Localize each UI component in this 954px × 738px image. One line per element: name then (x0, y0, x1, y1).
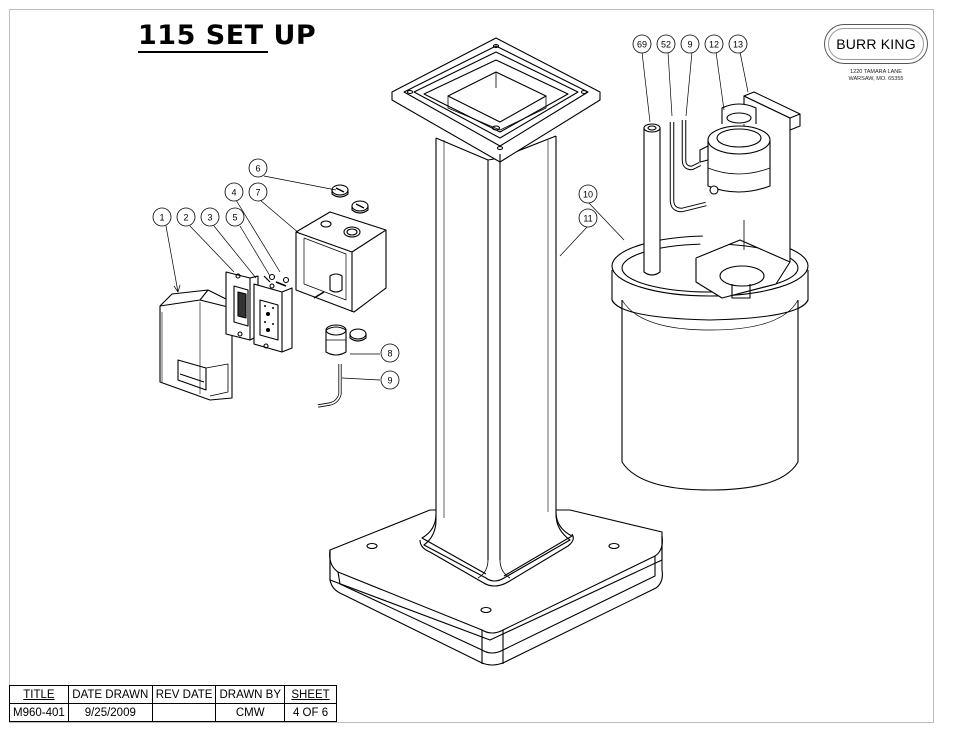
drawing-title: 115 SET UP (138, 20, 317, 51)
drawing-number: M960-401 (9, 703, 69, 722)
cord-fitting (325, 324, 367, 356)
title-block-header: REV DATE (151, 685, 217, 704)
svg-text:69: 69 (637, 40, 647, 50)
title-block-header: DATE DRAWN (67, 685, 153, 704)
address-line-1: 1220 TAMARA LANE (850, 69, 902, 75)
title-block-value-row: M960-401 9/25/2009 CMW 4 OF 6 (9, 703, 338, 722)
svg-text:1: 1 (159, 213, 164, 223)
receptacle (253, 283, 293, 353)
callout-69: 69 (632, 34, 652, 54)
callouts: 1 2 3 5 4 7 6 8 9 10 11 69 52 9 12 13 (152, 34, 748, 390)
svg-text:6: 6 (255, 164, 260, 174)
callout-5: 5 (225, 207, 245, 227)
company-logo: BURR KING (824, 24, 928, 64)
svg-text:9: 9 (387, 376, 392, 386)
svg-text:13: 13 (733, 40, 743, 50)
base-bolt-hole (608, 542, 620, 550)
leader-lines (165, 51, 749, 381)
title-block-header-row: TITLE DATE DRAWN REV DATE DRAWN BY SHEET (9, 685, 338, 704)
title-block-header: TITLE (9, 685, 69, 704)
date-drawn: 9/25/2009 (67, 703, 153, 722)
power-cord (317, 364, 342, 408)
svg-text:10: 10 (583, 190, 593, 200)
svg-text:2: 2 (183, 213, 188, 223)
sheet-number: 4 OF 6 (284, 703, 338, 722)
callout-4: 4 (224, 182, 244, 202)
base-bolt-hole (480, 606, 492, 614)
rev-date (151, 703, 217, 722)
svg-text:4: 4 (231, 188, 236, 198)
callout-52: 52 (656, 34, 676, 54)
svg-text:9: 9 (687, 40, 692, 50)
company-address: 1220 TAMARA LANE WARSAW, MO. 65355 (820, 69, 932, 82)
callout-2: 2 (176, 207, 196, 227)
callout-9-upper: 9 (680, 34, 700, 54)
svg-text:11: 11 (583, 214, 592, 224)
valve (699, 103, 771, 195)
title-underline (138, 51, 268, 53)
svg-text:5: 5 (232, 213, 237, 223)
callout-6: 6 (248, 158, 268, 178)
svg-text:8: 8 (387, 349, 392, 359)
callout-12: 12 (704, 34, 724, 54)
callout-10: 10 (578, 184, 598, 204)
callout-1: 1 (152, 207, 172, 227)
callout-13: 13 (728, 34, 748, 54)
callout-3: 3 (200, 207, 220, 227)
top-mounting-plate (391, 37, 601, 163)
svg-text:12: 12 (709, 40, 719, 50)
title-block: TITLE DATE DRAWN REV DATE DRAWN BY SHEET… (9, 685, 338, 722)
drawn-by: CMW (215, 703, 286, 722)
address-line-2: WARSAW, MO. 65355 (848, 75, 904, 82)
callout-11: 11 (578, 208, 598, 228)
callout-7: 7 (248, 182, 268, 202)
callout-8: 8 (380, 343, 400, 363)
fill-tube (643, 123, 661, 276)
electrical-box (295, 211, 387, 313)
toggle-switch (225, 271, 259, 341)
svg-text:3: 3 (207, 213, 212, 223)
base-bolt-hole (366, 542, 378, 550)
drain-hose (669, 120, 707, 213)
pedestal-column (419, 135, 574, 587)
cover-plate (159, 289, 233, 401)
title-block-header: DRAWN BY (215, 685, 286, 704)
svg-text:52: 52 (661, 40, 671, 50)
title-block-header: SHEET (284, 685, 338, 704)
knockout-plugs (331, 184, 369, 214)
mounting-screws (263, 273, 290, 287)
callout-9-lower: 9 (380, 370, 400, 390)
svg-text:7: 7 (255, 188, 260, 198)
drawing-frame (9, 9, 934, 723)
